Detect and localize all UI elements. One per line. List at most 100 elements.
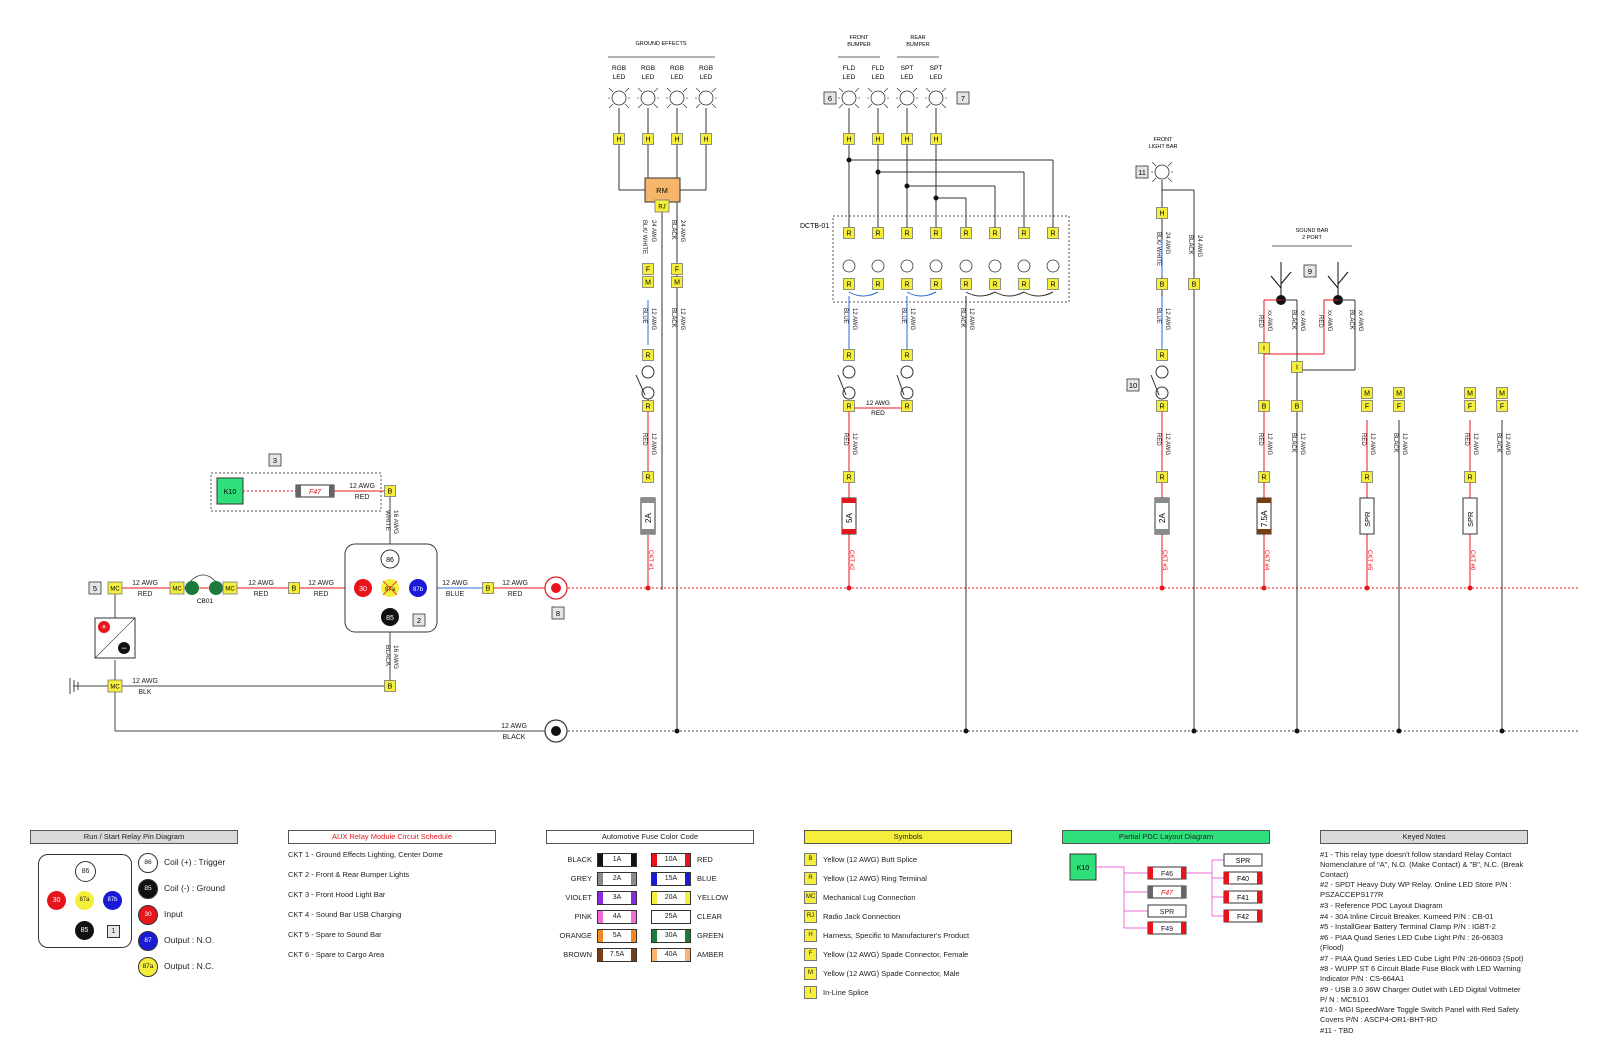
ckt2-bumper-lights: FRONT BUMPER REAR BUMPER DCTB-01 5A CKT … xyxy=(800,35,1070,734)
svg-text:12 AWG: 12 AWG xyxy=(501,723,527,730)
svg-text:RED: RED xyxy=(508,591,523,598)
svg-text:M: M xyxy=(674,280,680,287)
svg-text:F47: F47 xyxy=(309,489,322,496)
circuit-schedule-item: CKT 5 - Spare to Sound Bar xyxy=(288,930,382,939)
svg-text:RED: RED xyxy=(355,494,370,501)
svg-text:CKT #1: CKT #1 xyxy=(647,550,653,571)
svg-text:xx AWG: xx AWG xyxy=(1357,310,1363,332)
svg-text:BLUE: BLUE xyxy=(1155,308,1161,324)
svg-text:H: H xyxy=(1159,211,1164,218)
svg-text:FLD: FLD xyxy=(872,65,885,72)
keyed-note: #7 - PIAA Quad Series LED Cube Light P/N… xyxy=(1320,953,1524,963)
connector-f-box: F xyxy=(1361,400,1373,412)
connector-f-box: F xyxy=(642,263,654,275)
connector-m-box: M xyxy=(1393,387,1405,399)
svg-text:F49: F49 xyxy=(1161,926,1173,933)
svg-text:R: R xyxy=(933,282,938,289)
callout-7: 7 xyxy=(956,91,970,105)
svg-text:SPT: SPT xyxy=(930,65,943,72)
svg-text:M: M xyxy=(1499,391,1505,398)
legend-pdc-title: Partial PDC Layout Diagram xyxy=(1062,830,1270,844)
svg-text:BLUE: BLUE xyxy=(900,308,906,324)
svg-text:12 AWG: 12 AWG xyxy=(1472,433,1478,455)
connector-f-box: F xyxy=(1393,400,1405,412)
keyed-note: #5 - InstallGear Battery Terminal Clamp … xyxy=(1320,922,1496,932)
svg-text:RED: RED xyxy=(1360,433,1366,446)
svg-text:5A: 5A xyxy=(845,513,854,523)
connector-b-box: B xyxy=(1258,400,1270,412)
connector-h-box: H xyxy=(901,133,913,145)
svg-text:B: B xyxy=(1262,404,1267,411)
circuit-schedule-item: CKT 3 - Front Hood Light Bar xyxy=(288,890,386,899)
svg-text:30: 30 xyxy=(359,586,367,593)
svg-text:12 AWG: 12 AWG xyxy=(1266,433,1272,455)
svg-text:H: H xyxy=(904,137,909,144)
svg-text:M: M xyxy=(645,280,651,287)
svg-text:SPR: SPR xyxy=(1363,511,1372,527)
svg-text:8: 8 xyxy=(556,609,560,618)
svg-text:12 AWG: 12 AWG xyxy=(866,400,890,407)
connector-r-box: R xyxy=(1156,400,1168,412)
connector-h-box: H xyxy=(1156,207,1168,219)
svg-text:R: R xyxy=(846,231,851,238)
connector-m-box: M xyxy=(1496,387,1508,399)
svg-text:BLACK: BLACK xyxy=(1187,235,1193,255)
connector-mc-box: MC xyxy=(107,581,123,595)
svg-text:BLUE: BLUE xyxy=(842,308,848,324)
connector-r-box: R xyxy=(843,278,855,290)
symbol-description: Harness, Specific to Manufacturer's Prod… xyxy=(823,930,970,940)
svg-text:R: R xyxy=(933,231,938,238)
symbol-description: Yellow (12 AWG) Spade Connector, Male xyxy=(823,968,960,978)
symbol-code-box: M xyxy=(804,967,817,980)
svg-text:F46: F46 xyxy=(1161,871,1173,878)
svg-text:12 AWG: 12 AWG xyxy=(442,580,468,587)
svg-text:16 AWG: 16 AWG xyxy=(392,510,399,534)
circuit-schedule-item: CKT 2 - Front & Rear Bumper Lights xyxy=(288,870,410,879)
svg-text:12 AWG: 12 AWG xyxy=(1369,433,1375,455)
svg-text:12 AWG: 12 AWG xyxy=(132,678,158,685)
connector-r-box: R xyxy=(843,471,855,483)
svg-text:9: 9 xyxy=(1308,267,1312,276)
symbol-code-box: R xyxy=(804,872,817,885)
svg-text:M: M xyxy=(1467,391,1473,398)
svg-text:R: R xyxy=(1467,475,1472,482)
svg-text:R: R xyxy=(904,404,909,411)
connector-r-box: R xyxy=(642,400,654,412)
relay-pin-swatch: 85 xyxy=(138,879,158,899)
svg-text:R: R xyxy=(992,231,997,238)
fuse-color-name: GREY xyxy=(570,873,592,883)
fuse-chip: 30A xyxy=(651,928,691,943)
svg-text:BLACK: BLACK xyxy=(959,308,965,328)
fuse-color-name: YELLOW xyxy=(697,892,729,902)
svg-text:−: − xyxy=(121,643,126,653)
callout-3: 3 xyxy=(268,453,282,467)
svg-text:B: B xyxy=(388,489,393,496)
svg-text:12 AWG: 12 AWG xyxy=(308,580,334,587)
svg-text:BLUE: BLUE xyxy=(641,308,647,324)
legend-aux-circuit-schedule: AUX Relay Module Circuit Schedule CKT 1 … xyxy=(288,830,496,970)
relay-pin-swatch: 30 xyxy=(138,905,158,925)
connector-r-box: R xyxy=(901,278,913,290)
svg-text:xx AWG: xx AWG xyxy=(1326,310,1332,332)
svg-text:BLACK: BLACK xyxy=(1290,310,1296,330)
connector-r-box: R xyxy=(1156,349,1168,361)
svg-text:BUMPER: BUMPER xyxy=(906,42,930,48)
svg-text:F: F xyxy=(1500,404,1504,411)
fuse-chip: 7.5A xyxy=(597,947,637,962)
svg-text:2: 2 xyxy=(417,616,421,625)
svg-text:CKT #6: CKT #6 xyxy=(1469,550,1475,571)
fuse-chip: 20A xyxy=(651,890,691,905)
svg-text:85: 85 xyxy=(386,615,394,622)
